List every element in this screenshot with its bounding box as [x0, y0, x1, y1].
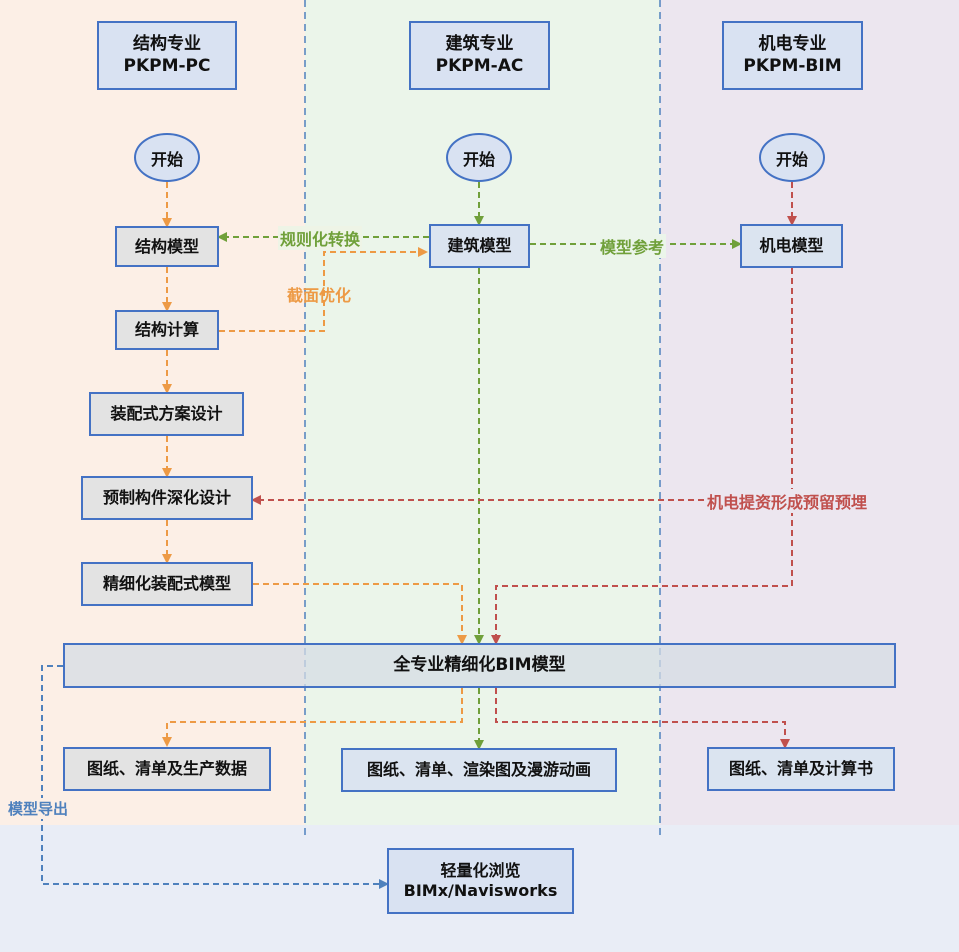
- start-structure: 开始: [134, 133, 200, 182]
- light-view-title: 轻量化浏览: [440, 861, 521, 880]
- output-architecture: 图纸、清单、渲染图及漫游动画: [341, 748, 617, 792]
- label-rule-conversion: 规则化转换: [278, 226, 363, 250]
- node-architectural-model: 建筑模型: [429, 224, 530, 268]
- node-mep-model: 机电模型: [740, 224, 843, 268]
- header-architecture-title: 建筑专业: [445, 34, 514, 55]
- header-architecture-software: PKPM-AC: [435, 55, 524, 76]
- arrow-mep-to-bim: [491, 500, 793, 645]
- node-refined-prefab-model: 精细化装配式模型: [81, 562, 253, 606]
- node-structural-model: 结构模型: [115, 226, 219, 267]
- header-structure-software: PKPM-PC: [123, 55, 211, 76]
- node-light-view: 轻量化浏览 BIMx/Navisworks: [387, 848, 574, 914]
- label-section-optimization: 截面优化: [287, 286, 352, 305]
- header-structure: 结构专业 PKPM-PC: [97, 21, 237, 90]
- header-mep-software: PKPM-BIM: [743, 55, 842, 76]
- output-mep: 图纸、清单及计算书: [707, 747, 895, 791]
- arrow-section-optimization: [219, 247, 428, 332]
- start-architecture: 开始: [446, 133, 512, 182]
- start-mep: 开始: [759, 133, 825, 182]
- output-structure: 图纸、清单及生产数据: [63, 747, 271, 791]
- arrow-bim-to-output-mep: [495, 688, 790, 749]
- header-structure-title: 结构专业: [133, 34, 201, 55]
- label-model-reference: 模型参考: [598, 234, 667, 258]
- arrow-model-export: [41, 665, 389, 889]
- label-model-export: 模型导出: [6, 798, 71, 819]
- arrow-refined-to-bim: [253, 583, 467, 645]
- light-view-tools: BIMx/Navisworks: [403, 881, 558, 900]
- label-mep-reservation: 机电提资形成预留预埋: [705, 489, 870, 513]
- header-mep: 机电专业 PKPM-BIM: [722, 21, 863, 90]
- arrow-bim-to-output-structure: [162, 688, 463, 747]
- node-full-bim-model: 全专业精细化BIM模型: [63, 643, 896, 688]
- header-mep-title: 机电专业: [758, 34, 827, 55]
- header-architecture: 建筑专业 PKPM-AC: [409, 21, 550, 90]
- node-prefab-scheme: 装配式方案设计: [89, 392, 244, 436]
- node-structural-calc: 结构计算: [115, 310, 219, 350]
- node-component-deepening: 预制构件深化设计: [81, 476, 253, 520]
